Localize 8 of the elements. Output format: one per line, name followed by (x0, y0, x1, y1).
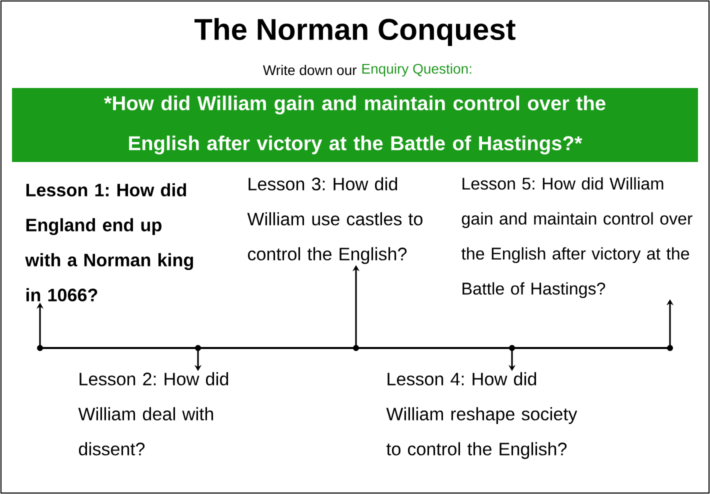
question-banner: *How did William gain and maintain control over the English after victory at the Battle of Hastings?* (12, 88, 698, 162)
lesson-text: Lesson 4: How did William reshape society to control the English? (386, 372, 578, 459)
lesson-text: Lesson 5: How did William gain and maintain control over the English after victory at the Battle of Hastings? (461, 177, 692, 298)
lesson-text: Lesson 3: How did William use castles to control the English? (247, 177, 422, 264)
lesson-text: Lesson 2: How did William deal with dissent? (78, 372, 228, 456)
title: The Norman Conquest (194, 18, 516, 46)
lesson-text: Lesson 1: How did England end up with a Norman king in 1066? (25, 183, 193, 302)
timeline-bar (37, 345, 673, 351)
